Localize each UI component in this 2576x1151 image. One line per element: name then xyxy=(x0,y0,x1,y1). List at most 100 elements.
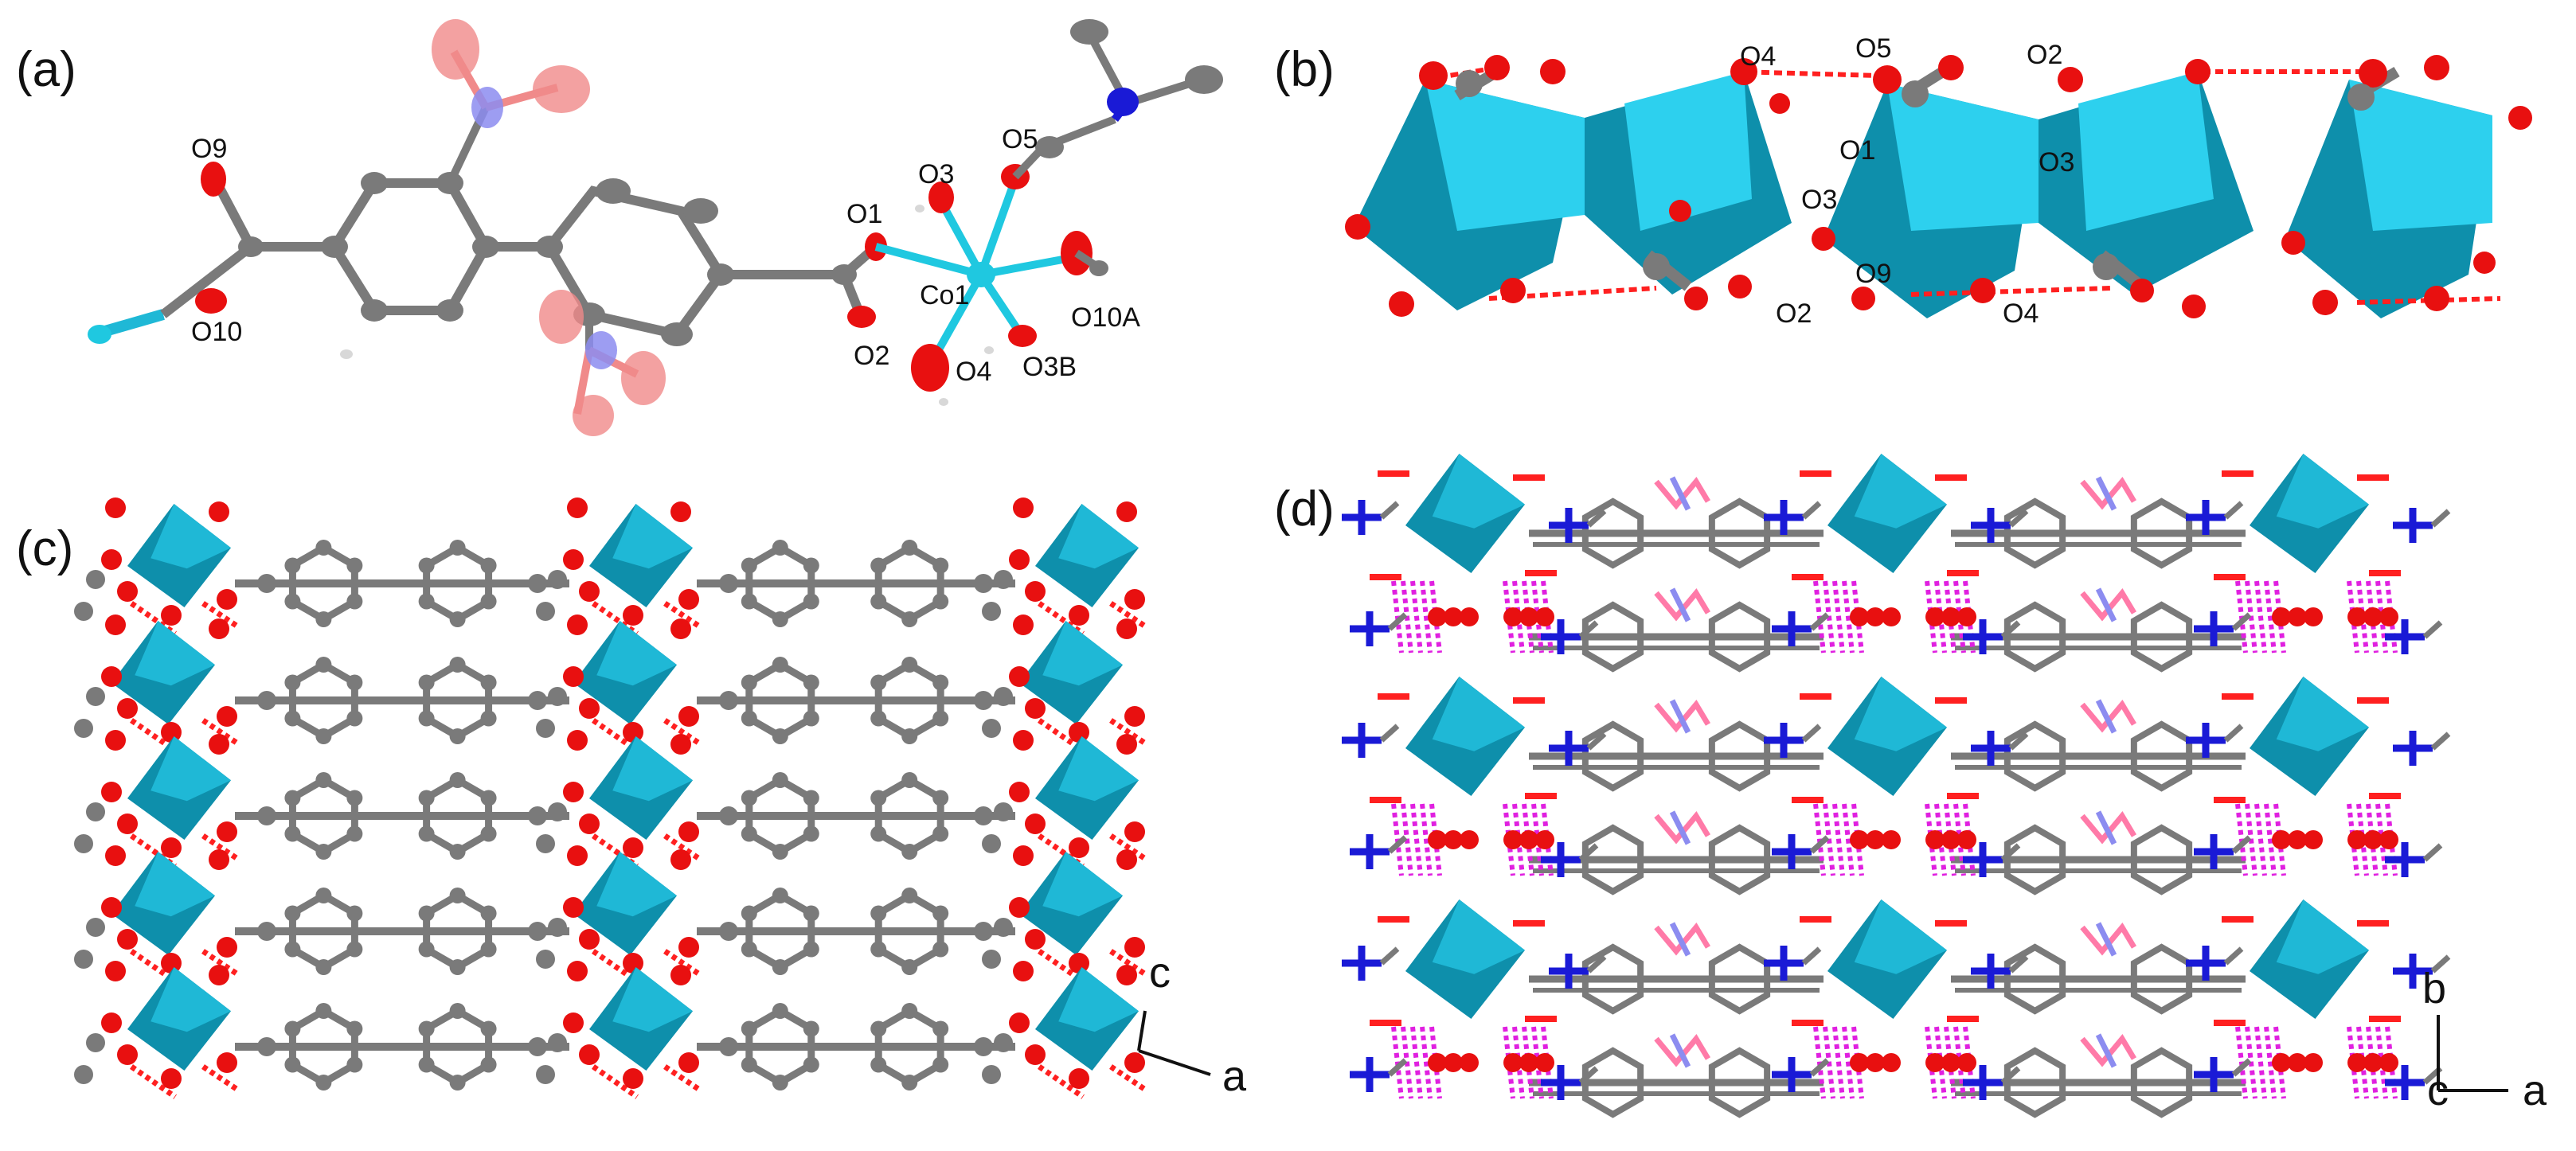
carbon-atom xyxy=(901,540,918,556)
dmf-bond xyxy=(2008,732,2029,751)
co-coordination-bonds xyxy=(874,178,1068,365)
benzene-ring xyxy=(2003,720,2066,792)
carbon-atom xyxy=(449,540,466,556)
oxygen-atoms xyxy=(1345,55,2532,318)
oxygen-atom xyxy=(101,666,122,687)
carbon-atom xyxy=(870,790,887,806)
carbon-atom xyxy=(901,611,918,627)
atom-label: Co1 xyxy=(920,280,969,310)
oxygen-atom xyxy=(105,845,126,866)
cobalt-octahedron-face xyxy=(596,621,677,686)
carbon-atom xyxy=(284,710,301,727)
carbon-atom xyxy=(901,772,918,788)
oxygen-atom xyxy=(1460,607,1479,626)
oxygen-atom xyxy=(101,1012,122,1033)
oxygen-atom xyxy=(161,605,182,626)
carbon-atom xyxy=(870,1020,887,1037)
atom-label: O10A xyxy=(1071,302,1140,333)
carbon-atom xyxy=(803,1020,819,1037)
carbon-atom xyxy=(772,657,788,673)
oxygen-atom xyxy=(1013,497,1034,518)
oxygen-atom xyxy=(2379,1053,2398,1072)
nitro-group xyxy=(2080,922,2137,956)
hbond-line xyxy=(201,949,240,977)
oxygen-atom xyxy=(2304,1053,2323,1072)
oxygen-atom xyxy=(1535,830,1554,849)
hbond-line xyxy=(1038,1064,1085,1099)
atom-label: O3 xyxy=(918,159,954,189)
cobalt-octahedron-face xyxy=(1854,677,1947,751)
hbond-line xyxy=(1109,833,1148,862)
carbon-atom xyxy=(86,1033,105,1052)
carbon-atom xyxy=(772,728,788,744)
carbon-atom xyxy=(741,593,757,610)
dmf-bond xyxy=(1387,1058,1408,1077)
carbon-atom xyxy=(257,922,276,941)
atom-label: O9 xyxy=(191,134,227,164)
hbond-line xyxy=(201,833,240,862)
axis-indicator-d: b c a xyxy=(2422,965,2547,1114)
hbond-line xyxy=(1109,1064,1148,1093)
benzene-ring xyxy=(1581,824,1644,895)
oxygen-atom xyxy=(1009,1012,1030,1033)
oxygen-atom xyxy=(101,549,122,570)
oxygen-atom xyxy=(1460,1053,1479,1072)
atom-label: O3B xyxy=(1022,352,1077,382)
carbon-atom xyxy=(284,593,301,610)
carbon-atom xyxy=(932,674,949,691)
carbon-atom xyxy=(418,710,435,727)
cobalt-octahedron-face xyxy=(612,504,693,569)
oxygen-atom xyxy=(1444,607,1463,626)
carbon-atom xyxy=(772,1003,788,1019)
dmf-bond xyxy=(1578,843,1599,862)
hbond-line xyxy=(1823,580,1835,654)
oxygen-atom xyxy=(1460,830,1479,849)
carbon-atom xyxy=(974,806,993,825)
dmf-bond xyxy=(2000,1066,2021,1085)
carbon-atom xyxy=(528,922,547,941)
oxygen-atom xyxy=(678,1052,699,1073)
carbon-atom xyxy=(772,844,788,860)
carbon-atom xyxy=(315,772,332,788)
carbon-atom xyxy=(803,905,819,922)
oxygen-atom xyxy=(1957,1053,1976,1072)
oxygen-atom xyxy=(1009,782,1030,802)
oxygen-atom xyxy=(623,837,643,858)
dmf-bond xyxy=(2223,946,2244,966)
cobalt-octahedron-face xyxy=(1854,899,1947,974)
carbon-atom xyxy=(284,557,301,574)
hbond-line xyxy=(663,949,702,977)
oxygen-atom xyxy=(1519,830,1538,849)
carbon-atom xyxy=(74,834,93,853)
dmf-bond xyxy=(2008,509,2029,528)
carbon-atom xyxy=(932,593,949,610)
carbon-atom xyxy=(480,557,497,574)
carbon-atom xyxy=(528,691,547,710)
oxygen-atom xyxy=(1957,830,1976,849)
hbond-line xyxy=(1842,1026,1855,1099)
axis-label-a: a xyxy=(2523,1067,2547,1114)
carbon-atom xyxy=(974,691,993,710)
carbon-atom xyxy=(74,950,93,969)
carbon-atom xyxy=(480,941,497,958)
oxygen-atom xyxy=(623,605,643,626)
dmf-bond xyxy=(1379,724,1400,743)
oxygen-atom xyxy=(533,65,590,113)
oxygen-atom xyxy=(432,19,479,80)
carbon-atom xyxy=(772,611,788,627)
nitro-group xyxy=(2080,1033,2137,1067)
oxygen-atom xyxy=(1882,607,1901,626)
carbon-atom xyxy=(480,674,497,691)
oxygen-atom xyxy=(2363,607,2383,626)
oxygen-atom xyxy=(1013,615,1034,635)
cobalt-octahedron-face xyxy=(150,504,231,569)
dmf-bond xyxy=(1809,612,1830,631)
oxygen-atom xyxy=(1444,830,1463,849)
dmf-bond xyxy=(1586,509,1607,528)
carbon-atom xyxy=(719,1037,738,1056)
nitro-group xyxy=(2095,1033,2117,1068)
hbond-line xyxy=(2235,803,2248,876)
oxygen-atom xyxy=(1925,1053,1945,1072)
panel-d: (d) b c a xyxy=(1274,454,2547,1118)
